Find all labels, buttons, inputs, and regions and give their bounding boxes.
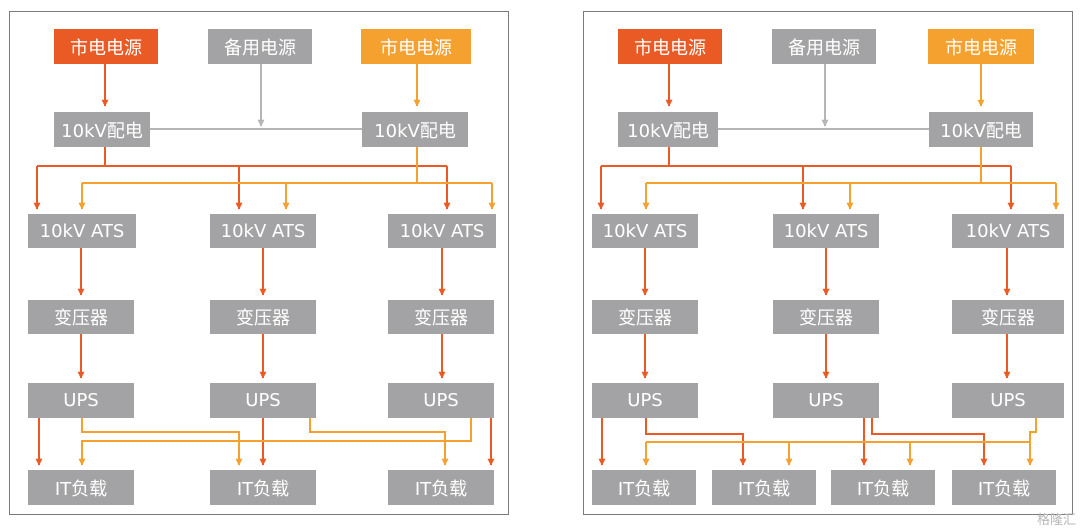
wire-ups1-load2: [645, 418, 747, 466]
transformer-box-3: 变压器: [952, 300, 1064, 334]
ats-box-3: 10kV ATS: [388, 214, 496, 248]
ats-box-1: 10kV ATS: [28, 214, 136, 248]
ups-box-2: UPS: [210, 383, 316, 418]
wire-ups2-load4: [871, 418, 988, 466]
transformer-box-2: 变压器: [210, 300, 316, 334]
it-load-box-1: IT负载: [28, 470, 134, 505]
backup-power-box: 备用电源: [772, 29, 876, 64]
utility-power-box-2: 市电电源: [361, 29, 471, 64]
transformer-box-3: 变压器: [388, 300, 494, 334]
diagram-right: 市电电源 备用电源 市电电源 10kV配电 10kV配电 10kV ATS 10…: [583, 11, 1073, 515]
ups-box-3: UPS: [388, 383, 494, 418]
it-load-box-4: IT负载: [952, 470, 1056, 505]
distribution-box-2: 10kV配电: [362, 112, 468, 147]
wire-red-bus: [37, 147, 447, 167]
transformer-box-2: 变压器: [773, 300, 879, 334]
ats-box-1: 10kV ATS: [592, 214, 698, 248]
utility-power-box-1: 市电电源: [54, 29, 158, 64]
wires-left: [33, 64, 496, 466]
utility-power-box-2: 市电电源: [928, 29, 1034, 64]
it-load-box-2: IT负载: [712, 470, 816, 505]
it-load-box-2: IT负载: [210, 470, 316, 505]
ats-box-2: 10kV ATS: [773, 214, 879, 248]
distribution-box-2: 10kV配电: [929, 112, 1033, 147]
wire-ups-a-to-load-b: [81, 418, 243, 466]
ups-box-1: UPS: [28, 383, 134, 418]
ups-box-2: UPS: [773, 383, 879, 418]
wire-ups-b-to-load-c: [309, 418, 449, 466]
utility-power-box-1: 市电电源: [618, 29, 722, 64]
wire-ups-c-to-load-a: [78, 418, 472, 466]
ats-box-2: 10kV ATS: [210, 214, 316, 248]
ups-box-1: UPS: [592, 383, 698, 418]
ats-box-3: 10kV ATS: [952, 214, 1064, 248]
distribution-box-1: 10kV配电: [618, 112, 718, 147]
it-load-box-3: IT负载: [388, 470, 494, 505]
backup-power-box: 备用电源: [208, 29, 312, 64]
ups-box-3: UPS: [952, 383, 1064, 418]
diagram-left: 市电电源 备用电源 市电电源 10kV配电 10kV配电 10kV ATS 10…: [9, 11, 509, 515]
transformer-box-1: 变压器: [592, 300, 698, 334]
wire-ups3-to-bus: [1029, 418, 1037, 442]
it-load-box-1: IT负载: [592, 470, 696, 505]
wire-red-bus: [601, 147, 1011, 167]
watermark-text: 格隆汇: [1036, 513, 1076, 528]
it-load-box-3: IT负载: [831, 470, 935, 505]
transformer-box-1: 变压器: [28, 300, 134, 334]
wires-right: [597, 64, 1060, 466]
distribution-box-1: 10kV配电: [54, 112, 150, 147]
